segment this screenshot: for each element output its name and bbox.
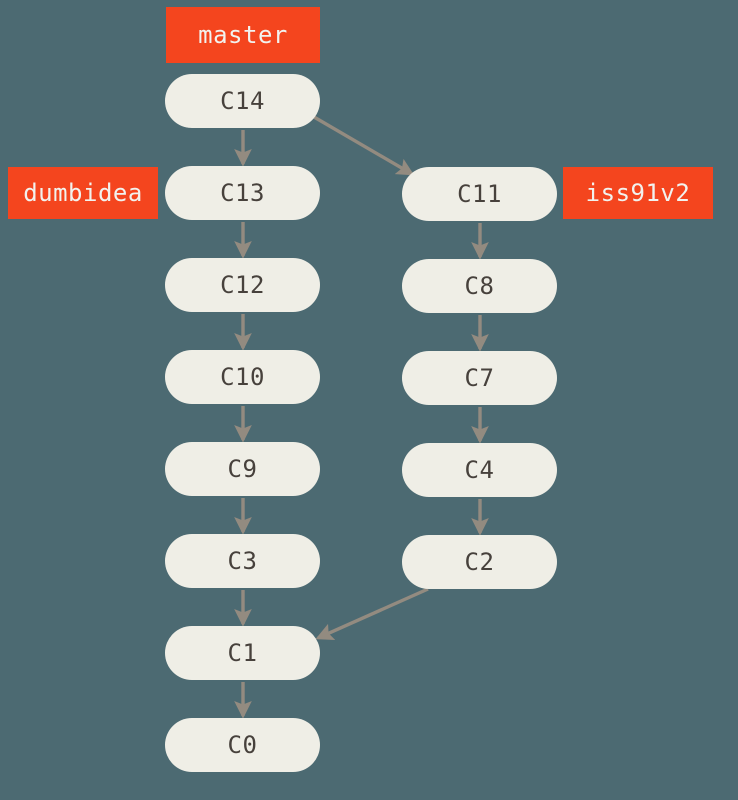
commit-node-label: C10 (220, 363, 265, 391)
commit-node-c10[interactable]: C10 (165, 350, 320, 404)
commit-node-label: C3 (227, 547, 258, 575)
commit-node-label: C2 (464, 548, 495, 576)
commit-node-c2[interactable]: C2 (402, 535, 557, 589)
commit-node-c3[interactable]: C3 (165, 534, 320, 588)
commit-node-label: C7 (464, 364, 495, 392)
branch-label-iss91v2[interactable]: iss91v2 (563, 167, 713, 219)
commit-node-label: C13 (220, 179, 265, 207)
commit-node-c0[interactable]: C0 (165, 718, 320, 772)
commit-node-label: C4 (464, 456, 495, 484)
commit-node-label: C12 (220, 271, 265, 299)
edge-c2-to-c1 (315, 587, 429, 640)
commit-node-label: C8 (464, 272, 495, 300)
branch-label-text: dumbidea (23, 179, 143, 207)
commit-node-c7[interactable]: C7 (402, 351, 557, 405)
commit-node-c12[interactable]: C12 (165, 258, 320, 312)
commit-node-label: C1 (227, 639, 258, 667)
branch-label-dumbidea[interactable]: dumbidea (8, 167, 158, 219)
branch-label-master[interactable]: master (166, 7, 320, 63)
commit-node-label: C0 (227, 731, 258, 759)
commit-node-label: C14 (220, 87, 265, 115)
commit-node-c1[interactable]: C1 (165, 626, 320, 680)
commit-node-c8[interactable]: C8 (402, 259, 557, 313)
commit-node-c9[interactable]: C9 (165, 442, 320, 496)
edge-c14-to-c11 (313, 115, 415, 176)
commit-node-c13[interactable]: C13 (165, 166, 320, 220)
commit-node-c14[interactable]: C14 (165, 74, 320, 128)
commit-node-label: C11 (457, 180, 502, 208)
commit-node-c4[interactable]: C4 (402, 443, 557, 497)
branch-label-text: iss91v2 (585, 179, 691, 207)
commit-node-c11[interactable]: C11 (402, 167, 557, 221)
branch-label-text: master (198, 21, 288, 49)
commit-node-label: C9 (227, 455, 258, 483)
